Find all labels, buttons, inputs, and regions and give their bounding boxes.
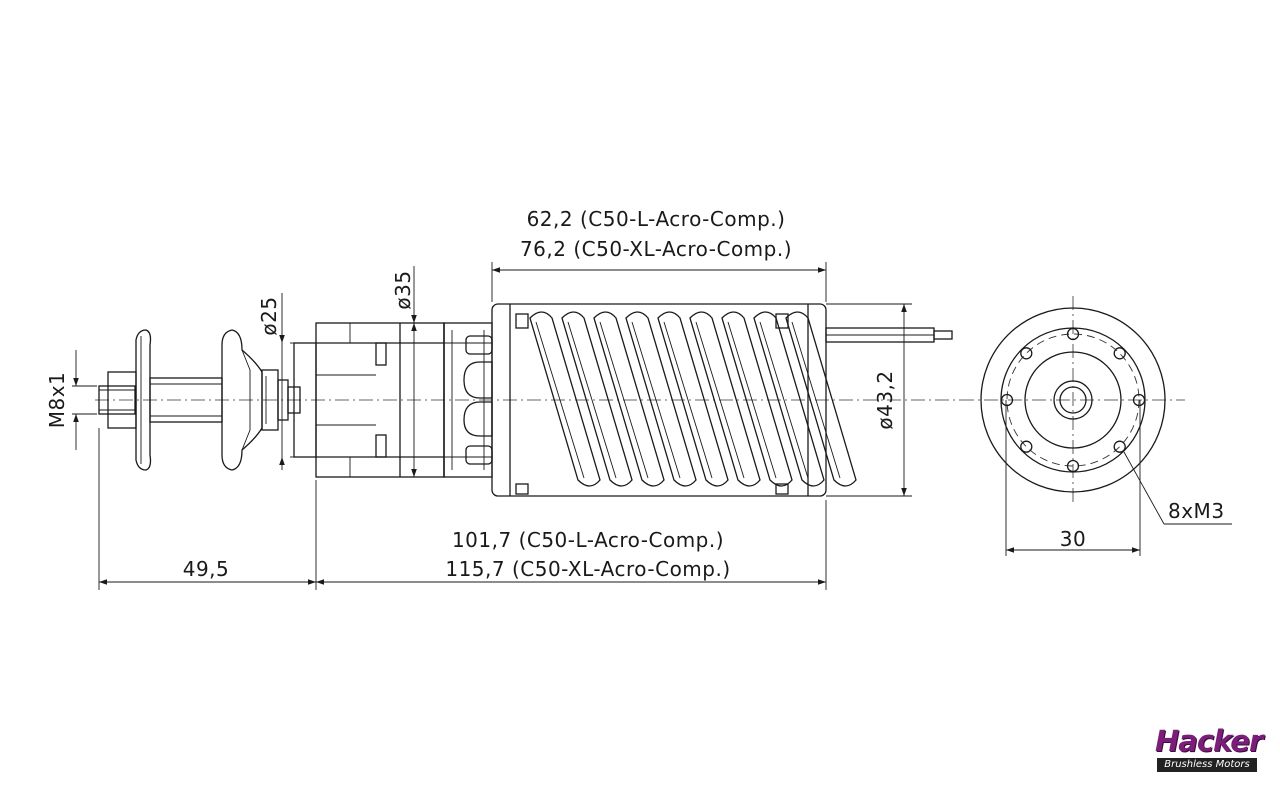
dim-flange-diameter-label: ø35 xyxy=(391,270,415,309)
spiral-fin xyxy=(689,311,761,487)
dim-bolt-circle-label: 30 xyxy=(1060,527,1086,551)
spiral-fin xyxy=(657,311,729,487)
spiral-fin-edge xyxy=(535,321,585,479)
dim-mounting-holes-label: 8xM3 xyxy=(1168,499,1225,523)
spiral-fin-edge xyxy=(663,321,713,479)
spiral-fin xyxy=(721,311,793,487)
dim-shaft-diameter-label: ø25 xyxy=(257,296,281,335)
spiral-fin xyxy=(625,311,697,487)
dim-flange-diameter: ø35 xyxy=(391,266,417,477)
spiral-fin xyxy=(529,311,601,487)
mounting-hole xyxy=(1020,440,1033,453)
mounting-hole xyxy=(1113,440,1126,453)
dim-total-length-l: 101,7 (C50-L-Acro-Comp.) xyxy=(452,528,724,552)
dim-thread-label: M8x1 xyxy=(45,372,69,429)
dim-housing-diameter: ø43,2 xyxy=(826,303,912,497)
spiral-fin-edge xyxy=(791,321,841,479)
mounting-hole xyxy=(1000,393,1014,407)
dim-housing-length-l: 62,2 (C50-L-Acro-Comp.) xyxy=(527,207,786,231)
dim-mounting-holes: 8xM3 xyxy=(1123,451,1232,525)
spiral-fins xyxy=(529,311,857,487)
motor-housing xyxy=(491,303,857,497)
dim-total-length-xl: 115,7 (C50-XL-Acro-Comp.) xyxy=(445,557,730,581)
spiral-fin xyxy=(785,311,857,487)
spiral-fin xyxy=(593,311,665,487)
dim-total-length: 49,5 101,7 (C50-L-Acro-Comp.) 115,7 (C50… xyxy=(98,428,827,590)
dim-shaft-diameter: ø25 xyxy=(257,293,300,470)
mounting-hole xyxy=(1132,393,1146,407)
spiral-fin-edge xyxy=(727,321,777,479)
logo-tagline: Brushless Motors xyxy=(1157,758,1257,772)
rear-end-view xyxy=(960,296,1185,505)
dim-thread: M8x1 xyxy=(45,350,97,450)
hacker-logo: Hacker Brushless Motors xyxy=(1155,724,1263,776)
spiral-fin xyxy=(561,311,633,487)
spiral-fin xyxy=(753,311,825,487)
spiral-fin-edge xyxy=(759,321,809,479)
motor-cable xyxy=(825,327,953,343)
spiral-fin-edge xyxy=(599,321,649,479)
dim-prop-shaft-length: 49,5 xyxy=(183,557,230,581)
mounting-hole xyxy=(1066,459,1080,473)
logo-name: Hacker xyxy=(1155,724,1263,758)
mounting-hole xyxy=(1113,347,1126,360)
mounting-hole xyxy=(1066,327,1080,341)
dim-bolt-circle: 30 xyxy=(1005,400,1141,556)
spiral-fin-edge xyxy=(631,321,681,479)
spiral-fin-edge xyxy=(695,321,745,479)
mounting-hole xyxy=(1020,347,1033,360)
prop-adapter xyxy=(98,329,301,471)
dim-housing-diameter-label: ø43,2 xyxy=(873,370,897,429)
spiral-fin-edge xyxy=(567,321,617,479)
dim-housing-length: 62,2 (C50-L-Acro-Comp.) 76,2 (C50-XL-Acr… xyxy=(491,207,827,302)
bolt-holes xyxy=(1000,327,1146,473)
dim-housing-length-xl: 76,2 (C50-XL-Acro-Comp.) xyxy=(520,237,792,261)
